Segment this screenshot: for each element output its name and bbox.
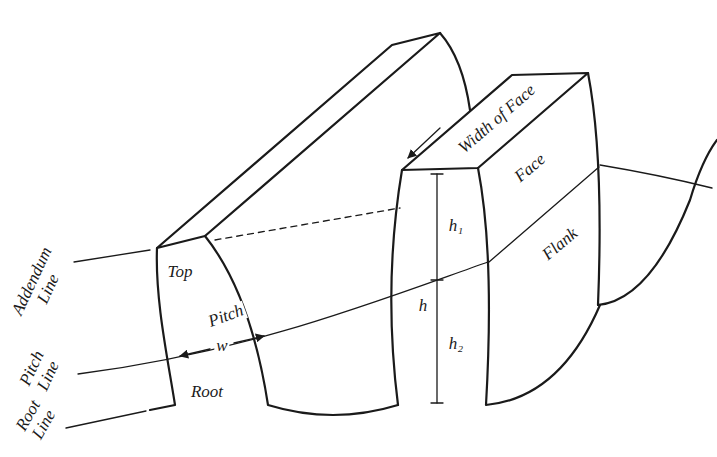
part-label: Top: [166, 263, 195, 281]
tooth-outline: [588, 73, 600, 305]
part-label: Pitch: [204, 301, 248, 331]
tooth-outline: [157, 33, 440, 248]
dimension-arrow: [180, 349, 210, 356]
line-label: Addendum Line: [5, 238, 75, 333]
dimension-tick: [431, 174, 443, 403]
dimension-line: [436, 174, 437, 403]
hidden-edge: [215, 208, 400, 240]
leader-line: [74, 250, 150, 262]
dimension-label: Width of Face: [454, 80, 541, 159]
dimension-label: h₁: [447, 217, 465, 235]
tooth-outline: [440, 33, 470, 110]
dimension-label: w: [214, 337, 229, 355]
tooth-outline: [598, 140, 717, 305]
surface-label: Face: [510, 149, 551, 187]
tooth-outline: [478, 168, 600, 405]
tooth-outline: [402, 73, 588, 170]
part-label: Root: [189, 383, 225, 401]
dimension-label: h₂: [447, 335, 465, 353]
surface-label: Flank: [538, 223, 583, 265]
line-label: Root Line: [8, 389, 65, 452]
dimension-arrow: [408, 128, 440, 158]
dimension-arrow: [234, 336, 264, 343]
leader-line: [66, 411, 146, 428]
tooth-outline: [391, 170, 402, 405]
dimension-label: h: [417, 297, 430, 315]
pitch-line: [600, 165, 712, 188]
pitch-line: [78, 262, 488, 374]
